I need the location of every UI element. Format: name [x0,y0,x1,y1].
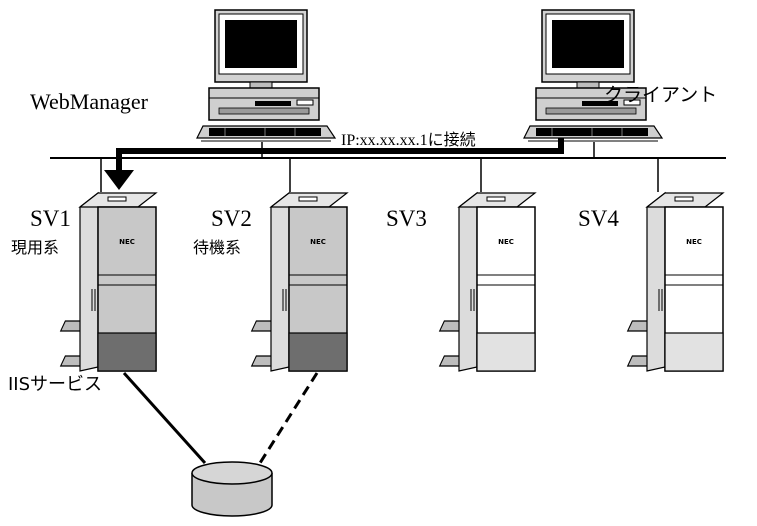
nec-logo: NEC [498,238,514,246]
iis-service-label: IISサービス [8,374,103,395]
nec-logo: NEC [686,238,702,246]
webmanager-computer-icon [196,9,336,142]
sv1-disk-cable [122,371,207,465]
server-role-sv1: 現用系 [11,238,60,257]
client-computer-icon [523,9,663,142]
sv2-disk-cable [258,372,319,464]
connection-path [116,138,564,172]
nec-logo: NEC [119,238,135,246]
server-role-sv2: 待機系 [193,238,242,257]
server-sv1-icon: NEC [59,191,158,372]
connection-arrowhead-icon [104,170,134,190]
nec-logo: NEC [310,238,326,246]
server-sv4-icon: NEC [626,191,725,372]
server-name-sv2: SV2 [211,206,252,231]
server-sv2-icon: NEC [250,191,349,372]
server-name-sv1: SV1 [30,206,71,231]
connection-label: IP:xx.xx.xx.1に接続 [341,132,476,149]
server-sv3-icon: NEC [438,191,537,372]
shared-disk-icon [191,461,273,517]
server-name-sv4: SV4 [578,206,619,231]
server-group: NEC NEC NEC NEC [59,191,725,372]
server-name-sv3: SV3 [386,206,427,231]
client-label: クライアント [604,84,718,106]
webmanager-label: WebManager [30,89,148,114]
